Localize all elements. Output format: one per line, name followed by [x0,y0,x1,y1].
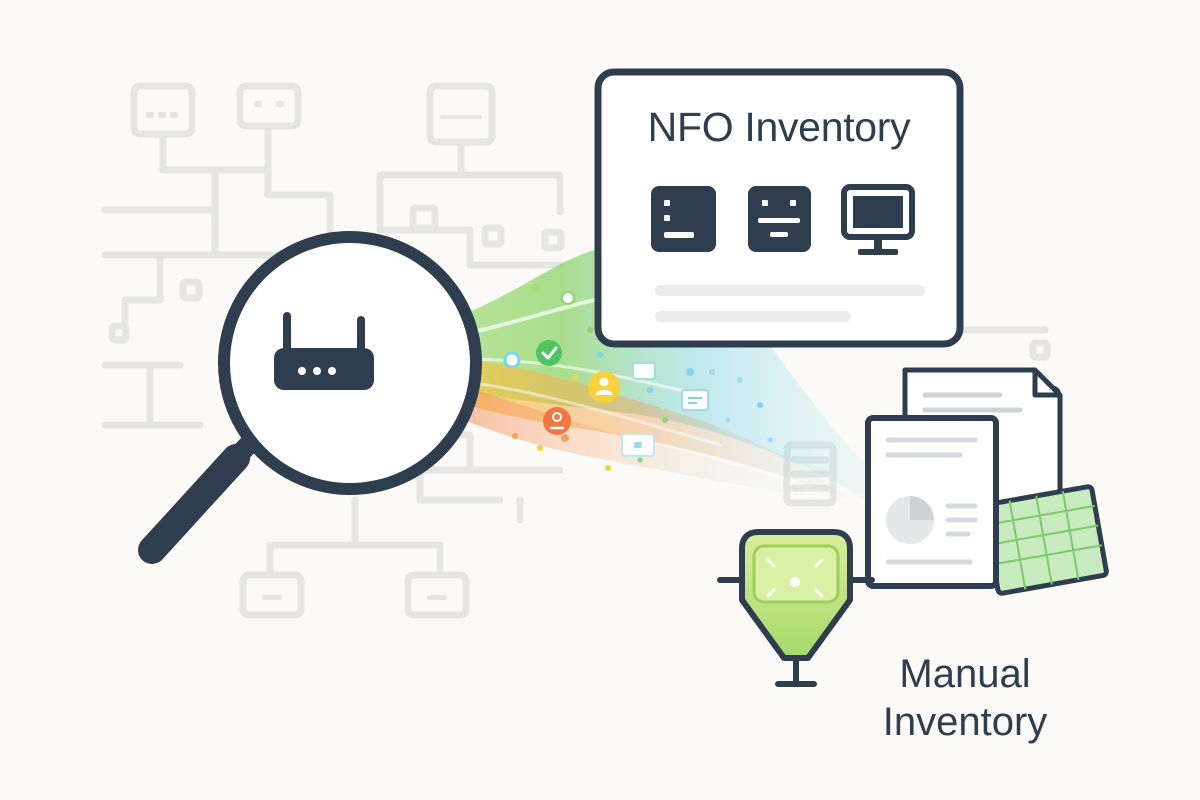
monitor-icon [841,184,915,255]
sensor-device [717,529,875,687]
report-document [865,415,999,589]
nfo-inventory-title: NFO Inventory [647,104,911,150]
network-tree-background [101,82,1051,619]
router-icon [274,312,374,390]
message-card-icon [621,362,709,457]
flow-particles [503,283,773,471]
manual-inventory-label: Manual Inventory [840,650,1090,746]
server-icon [651,186,716,252]
location-pin-icon [543,407,571,435]
user-icon [588,371,620,403]
spreadsheet-icon [981,484,1109,596]
manual-inventory-label-line1: Manual [899,652,1031,696]
manual-inventory-label-line2: Inventory [882,700,1048,744]
server-icon [748,186,811,252]
node-indicator-dots [146,101,482,600]
check-icon [536,340,562,366]
